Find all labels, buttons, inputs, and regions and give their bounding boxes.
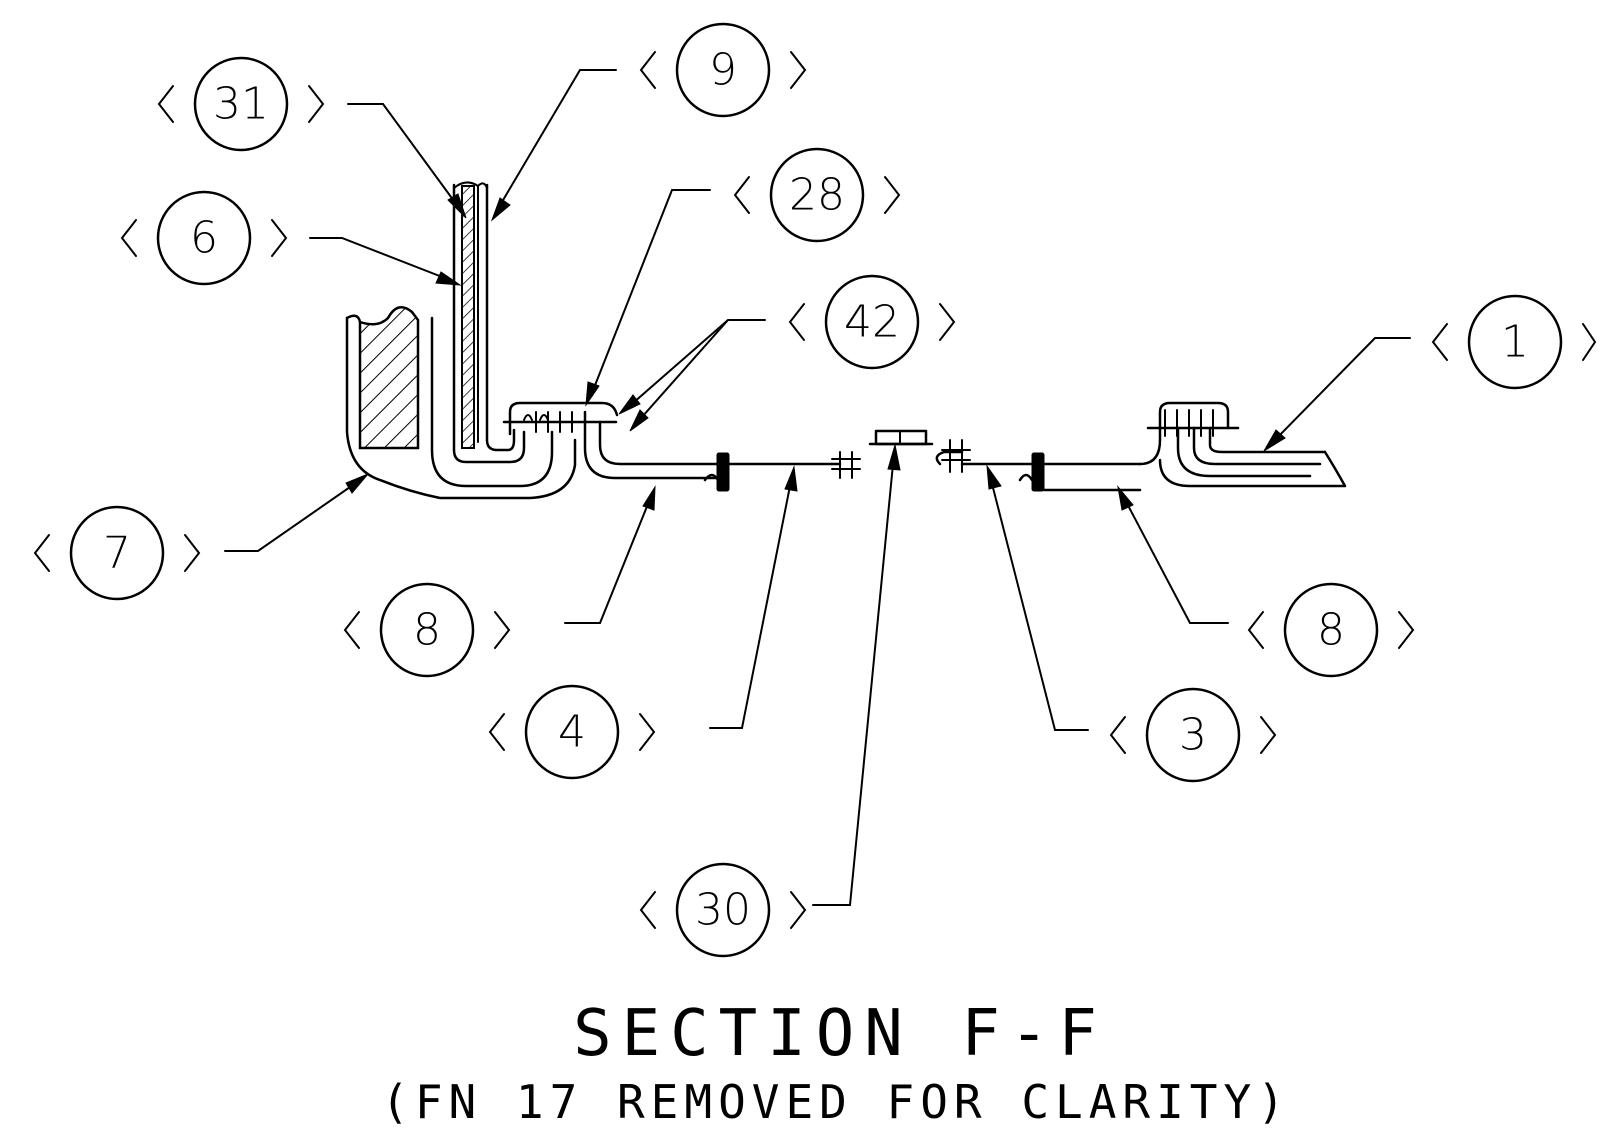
leader-4 [709,475,793,729]
balloon-30-label: 30 [695,885,751,936]
leader-31 [347,103,463,213]
balloon-9-label: 9 [709,45,737,96]
balloon-42: 42 [788,274,956,370]
arrow-4 [784,465,798,492]
leader-28 [589,189,711,399]
section-subtitle: (FN 17 REMOVED FOR CLARITY) [381,1075,1291,1129]
arrow-1 [1263,429,1286,452]
balloon-9: 9 [639,22,807,118]
part-7-seal [345,305,577,500]
balloon-8-left: 8 [343,582,511,678]
arrow-9 [490,197,511,222]
balloon-6: 6 [120,190,288,286]
leader-42b [633,319,729,427]
balloon-8-right: 8 [1247,582,1415,678]
leader-8b [1121,493,1229,624]
arrow-8b [1117,485,1134,511]
arrow-42b [629,409,649,432]
section-geometry [345,181,1347,500]
balloon-6-label: 6 [190,213,218,264]
leader-lines [224,69,1411,906]
leader-9 [495,69,617,213]
arrow-30 [887,444,901,471]
part-30-center-fastener [868,429,934,446]
arrow-28 [585,381,600,407]
leader-8a [564,493,653,624]
balloon-4-label: 4 [558,707,586,758]
leader-7 [224,477,364,552]
balloon-28: 28 [733,147,901,243]
balloon-4: 4 [488,684,656,780]
arrow-8a [642,485,656,511]
part-4-left-flange [703,451,861,492]
balloon-31: 31 [157,56,325,152]
section-title: SECTION F-F [573,997,1107,1071]
balloon-7-label: 7 [103,528,131,579]
balloon-3: 3 [1109,687,1277,783]
balloon-1-label: 1 [1501,317,1529,368]
arrow-42a [618,394,641,415]
leader-30 [812,453,895,906]
part-28-stitch-cap-left [502,401,722,480]
part-1-right-skin [1138,401,1347,488]
balloon-7: 7 [33,505,201,601]
balloon-31-label: 31 [213,79,269,130]
balloon-28-label: 28 [789,170,845,221]
balloon-8-right-label: 8 [1317,605,1345,656]
leader-6 [309,237,456,283]
leader-42a [624,319,766,411]
balloons: 31 9 6 28 42 1 7 [33,22,1597,958]
part-3-right-flange [935,439,1142,492]
balloon-30: 30 [639,862,807,958]
balloon-8-left-label: 8 [413,605,441,656]
arrow-6 [435,271,462,286]
balloon-42-label: 42 [844,297,900,348]
arrow-3 [986,464,1002,490]
arrow-31 [447,193,467,219]
balloon-1: 1 [1431,294,1597,390]
leader-3 [989,475,1089,731]
arrow-7 [345,473,369,494]
leader-1 [1269,337,1411,446]
part-6-vertical-panel [430,181,554,488]
balloon-3-label: 3 [1179,710,1207,761]
